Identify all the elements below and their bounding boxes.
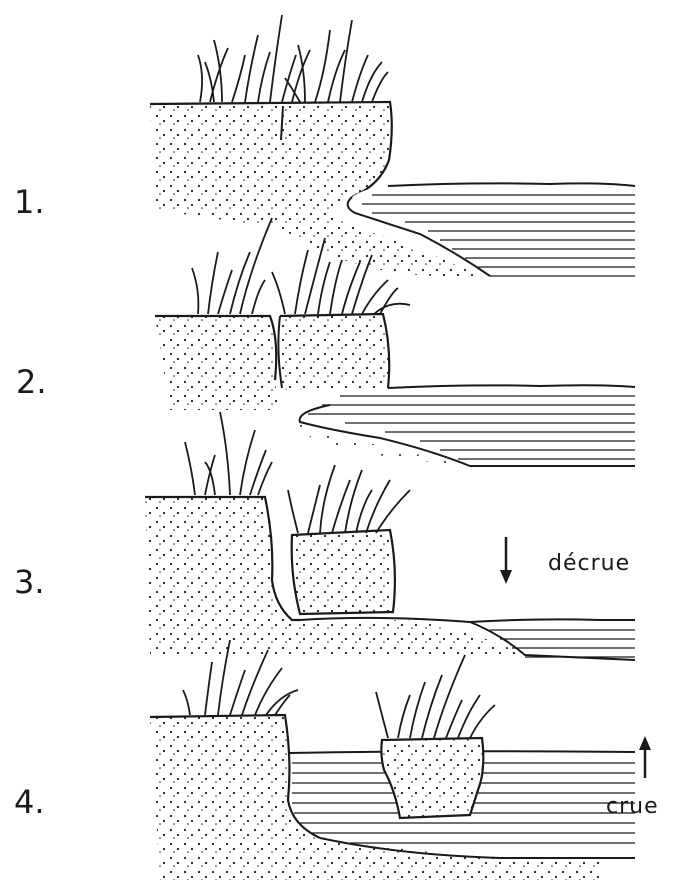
step-2-number: 2. [16,363,47,401]
crue-label: crue [606,794,659,819]
panel-3: 3. [14,412,635,660]
panel-3-grass-block [288,465,410,533]
panel-2-water [300,385,635,466]
panel-2-soil-right [278,314,389,390]
panel-4-floating-block [381,738,483,818]
arrow-decrue: décrue [500,537,630,584]
step-4-number: 4. [14,783,45,821]
panel-1-grass [198,15,388,102]
panel-4-grass-block [376,655,495,738]
panel-2-soil-left [155,316,282,410]
panel-4-soil-left [150,715,600,880]
panel-4: 4. [14,640,659,880]
arrow-crue: crue [606,736,659,819]
step-1-number: 1. [14,183,45,221]
decrue-label: décrue [548,551,630,576]
step-3-number: 3. [14,563,45,601]
panel-3-grass-left [185,412,272,495]
panel-3-fallen-block [292,530,395,614]
